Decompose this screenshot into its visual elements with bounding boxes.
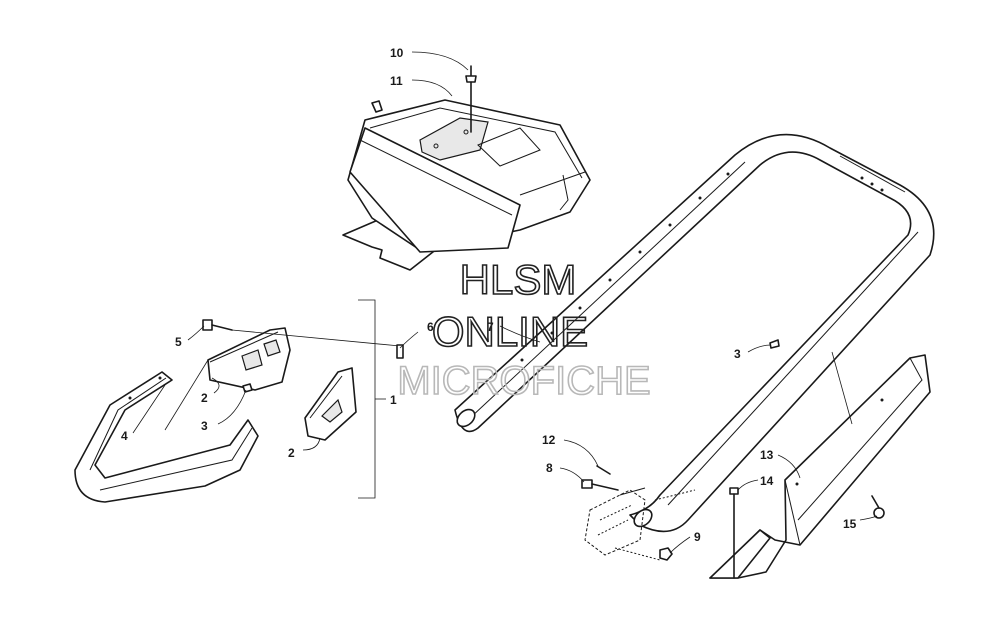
group-bracket-1 <box>358 299 376 499</box>
leader-lines <box>132 51 878 554</box>
callout-5: 5 <box>175 335 182 349</box>
callout-3-left: 3 <box>201 419 208 433</box>
callout-12: 12 <box>542 433 556 447</box>
callout-6: 6 <box>427 320 434 334</box>
watermark-line-3: MICROFICHE <box>397 359 650 403</box>
skid-plate-part-13[interactable] <box>709 354 931 579</box>
bolt-part-8[interactable] <box>581 479 619 491</box>
callout-2-lower: 2 <box>288 446 295 460</box>
callout-1: 1 <box>390 393 397 407</box>
bolt-part-14[interactable] <box>729 487 739 579</box>
callout-14: 14 <box>760 474 774 488</box>
watermark: HLSM ONLINE MICROFICHE <box>397 255 652 404</box>
callout-4: 4 <box>121 429 128 443</box>
callout-7: 7 <box>487 320 494 334</box>
pin-part-3-left[interactable] <box>242 383 253 393</box>
callout-3-right: 3 <box>734 347 741 361</box>
screw-part-5[interactable] <box>202 319 401 347</box>
watermark-line-1: HLSM <box>460 256 577 303</box>
handlebar-frame-part-7[interactable] <box>454 133 935 533</box>
pin-part-3-right[interactable] <box>769 339 780 349</box>
watermark-line-2: ONLINE <box>432 308 588 355</box>
nut-part-9[interactable] <box>659 547 673 561</box>
callout-15: 15 <box>843 517 857 531</box>
screw-part-10[interactable] <box>465 65 477 133</box>
callout-13: 13 <box>760 448 774 462</box>
callout-8: 8 <box>546 461 553 475</box>
bumper-part-4[interactable] <box>74 371 259 503</box>
callout-10: 10 <box>390 46 404 60</box>
rivet-part-12[interactable] <box>596 465 611 475</box>
storage-bag-part-11[interactable] <box>342 99 591 271</box>
nut-part-15[interactable] <box>871 495 885 519</box>
callout-2-upper: 2 <box>201 391 208 405</box>
frame-bracket-hardware <box>584 487 696 561</box>
bracket-part-2-upper[interactable] <box>207 327 291 391</box>
callout-11: 11 <box>390 74 403 88</box>
clip-part-6[interactable] <box>396 344 404 359</box>
callout-9: 9 <box>694 530 701 544</box>
bracket-part-2-lower[interactable] <box>304 367 357 441</box>
